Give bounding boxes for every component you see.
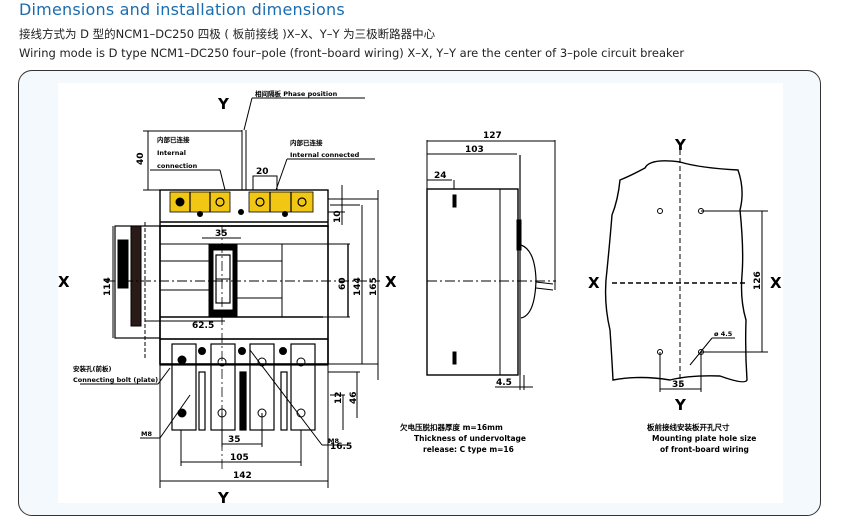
terminal-group-right bbox=[248, 191, 314, 213]
side-caption-line2: Thickness of undervoltage bbox=[414, 434, 526, 443]
internal-connection-left-en2: connection bbox=[157, 162, 198, 170]
terminal-screw-icon bbox=[175, 197, 185, 207]
side-view bbox=[426, 140, 556, 390]
dim-overall-depth: 127 bbox=[483, 131, 502, 141]
phase-position-label: 相间隔板 Phase position bbox=[255, 89, 338, 98]
plate-caption-line2: Mounting plate hole size bbox=[652, 434, 756, 443]
side-caption-line3: release: C type m=16 bbox=[423, 445, 514, 454]
mounting-label-cn: 安装孔(前板) bbox=[73, 364, 111, 373]
dim-handle-offset: 62.5 bbox=[192, 321, 214, 331]
dim-bottom-offset1: 12 bbox=[334, 391, 344, 404]
mounting-label-en: Connecting bolt (plate) bbox=[73, 376, 158, 384]
page-title: Dimensions and installation dimensions bbox=[19, 0, 345, 19]
dim-hole-diameter: ø 4.5 bbox=[714, 330, 733, 338]
mounting-plate-view bbox=[604, 150, 768, 392]
internal-connection-left-cn: 内部已连接 bbox=[157, 135, 190, 144]
internal-connection-right-cn: 内部已连接 bbox=[290, 138, 323, 147]
plate-caption-line1: 板前接线安装板开孔尺寸 bbox=[647, 422, 730, 432]
plate-caption-line3: of front-board wiring bbox=[660, 445, 749, 454]
dim-pole-pitch-top: 35 bbox=[215, 229, 228, 239]
subtitle-english: Wiring mode is D type NCM1–DC250 four–po… bbox=[19, 46, 685, 60]
drawing-canvas bbox=[58, 83, 783, 503]
bolt-right-label: M8 bbox=[328, 437, 339, 445]
internal-connection-left-en1: Internal bbox=[157, 149, 186, 157]
front-view bbox=[80, 97, 380, 488]
dim-body-depth: 103 bbox=[465, 145, 484, 155]
plate-axis-x-right: X bbox=[770, 274, 782, 292]
plate-axis-x-left: X bbox=[588, 274, 600, 292]
dim-mount-height: 144 bbox=[353, 277, 363, 296]
plate-outline bbox=[604, 160, 748, 383]
axis-label-y-bottom: Y bbox=[217, 489, 230, 507]
internal-connection-right-en: Internal connected bbox=[290, 151, 360, 159]
side-body bbox=[426, 188, 519, 376]
subtitle-chinese: 接线方式为 D 型的NCM1–DC250 四极 ( 板前接线 )X–X、Y–Y … bbox=[19, 27, 436, 41]
dim-pole-pitch-bottom: 35 bbox=[228, 435, 241, 445]
dim-top-height: 40 bbox=[136, 152, 146, 165]
dim-vertical-pitch: 126 bbox=[753, 271, 763, 290]
side-caption-line1: 欠电压脱扣器厚度 m=16mm bbox=[400, 422, 503, 432]
dim-left-height: 114 bbox=[103, 277, 113, 296]
bottom-terminals bbox=[171, 343, 316, 431]
terminal-yellow bbox=[248, 191, 314, 213]
dim-handle-span: 60 bbox=[338, 277, 348, 290]
dim-horizontal-pitch: 35 bbox=[672, 380, 685, 390]
plate-axis-y-top: Y bbox=[674, 136, 687, 154]
dim-bottom-offset2: 46 bbox=[349, 391, 359, 404]
dim-overall-width: 142 bbox=[233, 471, 252, 481]
bolt-left-label: M8 bbox=[141, 430, 152, 438]
breaker-body bbox=[159, 225, 329, 365]
dim-bottom-small: 16.5 bbox=[330, 442, 352, 452]
dim-front-offset: 4.5 bbox=[496, 378, 512, 388]
dim-overall-height: 165 bbox=[369, 277, 379, 296]
dim-top-step: 24 bbox=[434, 171, 447, 181]
plate-axis-y-bottom: Y bbox=[674, 396, 687, 414]
dim-top-gap: 20 bbox=[256, 167, 269, 177]
dim-mount-width: 105 bbox=[230, 453, 249, 463]
dim-offset-top: 10 bbox=[333, 210, 343, 223]
axis-label-y-top: Y bbox=[217, 95, 230, 113]
axis-label-x-right: X bbox=[385, 273, 397, 291]
axis-label-x-left: X bbox=[58, 273, 70, 291]
